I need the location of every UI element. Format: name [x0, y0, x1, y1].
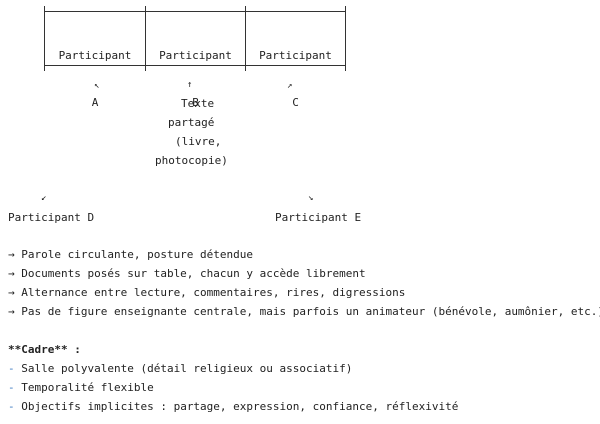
table-divider-1	[145, 6, 146, 71]
list-item: → Parole circulante, posture détendue	[8, 248, 254, 261]
table-top-border	[44, 11, 346, 12]
participant-c-cell: Participant C	[246, 21, 345, 138]
participant-b-letter: B	[192, 96, 199, 109]
participant-e-label: Participant E	[275, 211, 362, 224]
shared-text-line-4: photocopie)	[155, 154, 228, 167]
cadre-item-text: Objectifs implicites : partage, expressi…	[21, 400, 459, 413]
cadre-item-text: Temporalité flexible	[21, 381, 154, 394]
participant-c-letter: C	[292, 96, 299, 109]
participant-b-cell: Participant B	[146, 21, 245, 138]
shared-text-line-3: (livre,	[175, 135, 222, 148]
shared-text-line-2: partagé	[168, 116, 215, 129]
dash-marker: -	[8, 400, 15, 413]
table-bottom-border	[44, 65, 346, 66]
list-item: → Alternance entre lecture, commentaires…	[8, 286, 406, 299]
table-divider-2	[245, 6, 246, 71]
list-item: - Temporalité flexible	[8, 381, 154, 395]
participant-a-letter: A	[91, 96, 99, 109]
dash-marker: -	[8, 381, 15, 394]
participant-b-name: Participant	[159, 49, 232, 62]
participant-a-name: Participant	[58, 49, 132, 62]
arrow-down-right-icon: ↘	[308, 193, 314, 203]
arrow-up-icon: ↑	[187, 80, 193, 90]
table-left-border	[44, 6, 45, 71]
shared-text-line-1: Texte	[181, 97, 215, 110]
arrow-up-left-icon: ↖	[94, 81, 100, 91]
list-item: → Documents posés sur table, chacun y ac…	[8, 267, 366, 280]
arrow-up-right-icon: ↗	[287, 81, 293, 91]
arrow-down-left-icon: ↙	[41, 193, 47, 203]
participant-d-label: Participant D	[8, 211, 95, 224]
list-item: → Pas de figure enseignante centrale, ma…	[8, 305, 600, 318]
dash-marker: -	[8, 362, 15, 375]
cadre-item-text: Salle polyvalente (détail religieux ou a…	[21, 362, 353, 375]
list-item: - Objectifs implicites : partage, expres…	[8, 400, 458, 414]
participant-a-cell: Participant A	[45, 21, 145, 138]
table-right-border	[345, 6, 346, 71]
cadre-heading: **Cadre** :	[8, 343, 81, 356]
list-item: - Salle polyvalente (détail religieux ou…	[8, 362, 352, 376]
participant-c-name: Participant	[259, 49, 332, 62]
